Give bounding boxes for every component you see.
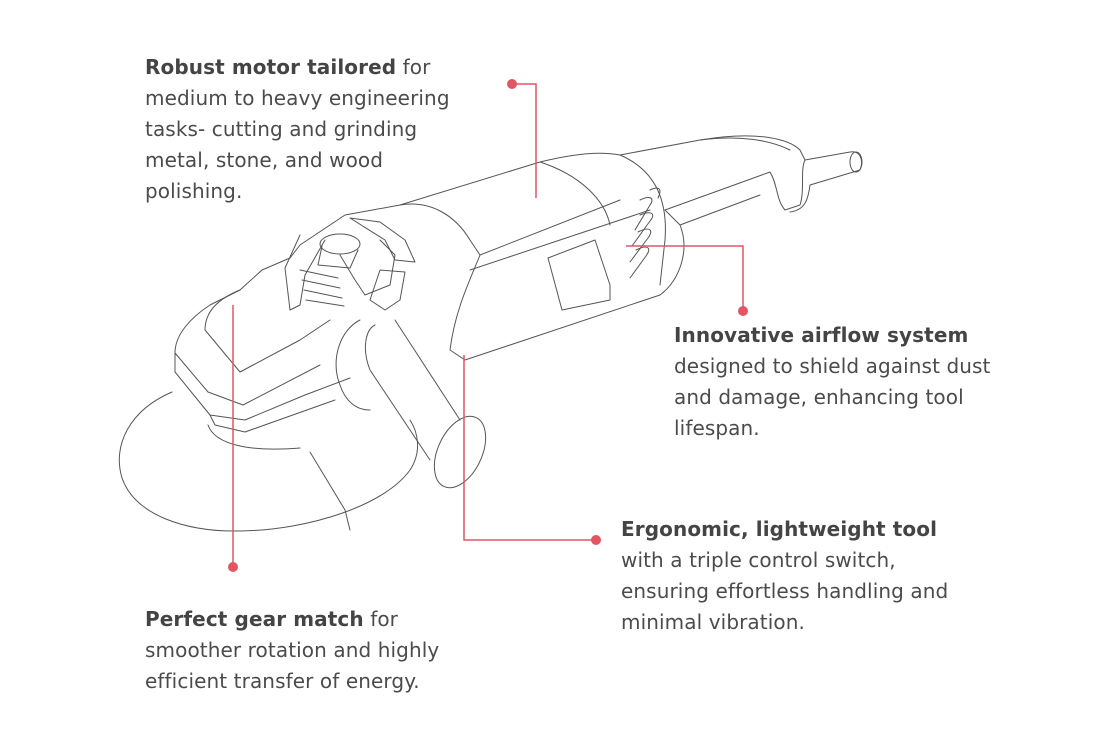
air-vent-slot [631, 212, 654, 247]
callout-body: with a triple control switch, ensuring e… [621, 548, 949, 634]
spindle-lock-base [317, 245, 359, 269]
gear-head-edge [209, 399, 336, 433]
gear-head-detail [349, 217, 416, 263]
air-vent-slot [649, 187, 661, 199]
side-handle [335, 319, 487, 489]
gear-head-detail [339, 239, 396, 296]
callout-body: designed to shield against dust and dama… [674, 354, 991, 440]
leader-handle [463, 355, 596, 541]
side-handle-grip [394, 319, 461, 421]
callout-airflow: Innovative airflow system designed to sh… [674, 320, 1004, 444]
side-handle-grip [364, 324, 431, 461]
air-vent-slot [634, 197, 653, 231]
guard-rim [207, 424, 301, 450]
callout-body: for medium to heavy engineering tasks- c… [145, 55, 450, 203]
gear-head [174, 203, 481, 354]
air-vent-slot [629, 246, 650, 279]
gear-head-edge [204, 319, 331, 373]
callout-gear: Perfect gear match for smoother rotation… [145, 604, 475, 697]
rear-handle [664, 151, 863, 213]
gear-head-fins [299, 269, 345, 307]
callout-motor: Robust motor tailored for medium to heav… [145, 52, 485, 207]
side-handle-base [335, 319, 371, 411]
side-handle-end [433, 415, 487, 489]
power-cord [849, 151, 863, 173]
motor-housing-edge [449, 209, 685, 361]
callout-ergonomic: Ergonomic, lightweight tool with a tripl… [621, 514, 981, 638]
air-vent-slot [629, 228, 652, 263]
gear-head-edge [174, 352, 321, 406]
callout-title: Robust motor tailored [145, 55, 397, 79]
callout-title: Innovative airflow system [674, 323, 969, 347]
air-vents [629, 187, 661, 279]
motor-housing-edge [539, 161, 611, 226]
callout-body: for smoother rotation and highly efficie… [145, 607, 440, 693]
callout-title: Perfect gear match [145, 607, 364, 631]
gear-head-detail [284, 234, 326, 311]
guard-edge [309, 451, 351, 531]
motor-housing-edge [469, 199, 651, 271]
spindle-lock [319, 233, 361, 255]
gear-head-edge [204, 289, 241, 331]
gear-head-edge [174, 352, 351, 421]
callout-dot-handle [591, 535, 601, 545]
rear-handle-edge [679, 194, 761, 226]
motor-housing-edge [619, 154, 666, 286]
rear-handle-edge [699, 135, 806, 161]
disc-guard [118, 391, 418, 532]
label-plate [547, 239, 611, 311]
leader-motor [512, 83, 537, 198]
gear-head-detail [369, 269, 406, 311]
callout-dot-airflow [738, 306, 748, 316]
leader-airflow [626, 245, 744, 311]
callout-title: Ergonomic, lightweight tool [621, 517, 938, 541]
callout-dot-motor [507, 79, 517, 89]
callout-dot-gear [228, 562, 238, 572]
callout-leaders [232, 83, 744, 567]
